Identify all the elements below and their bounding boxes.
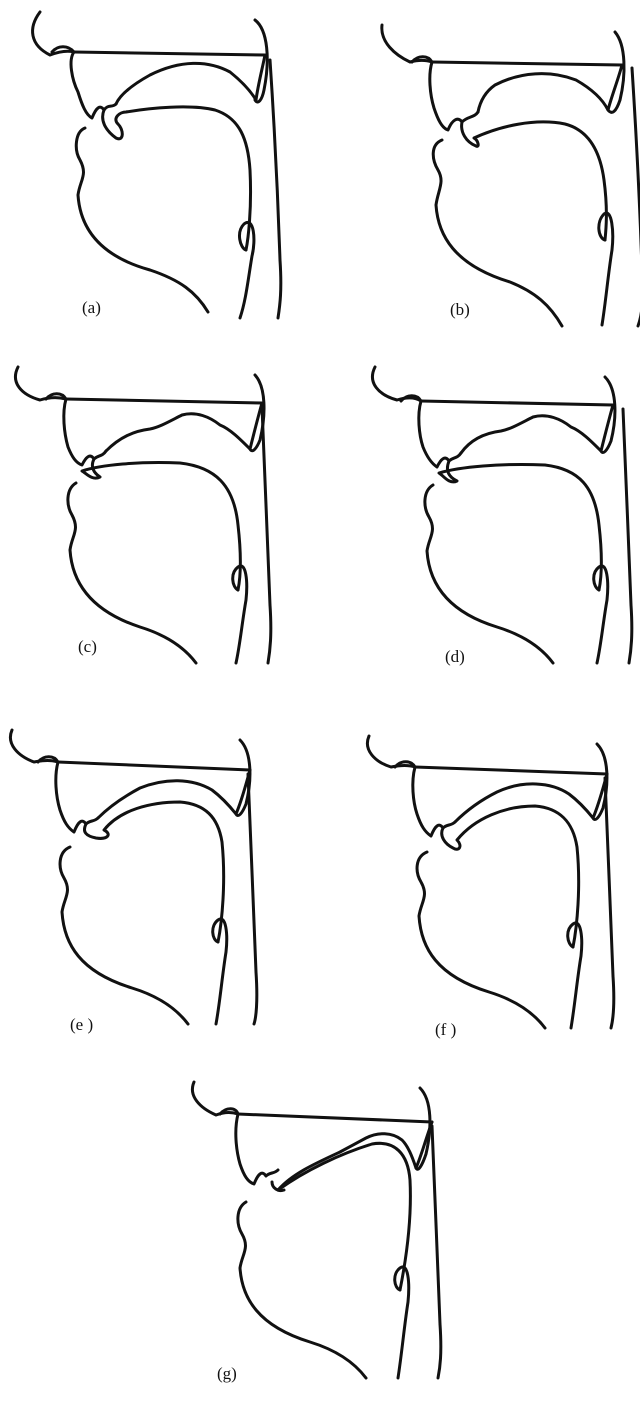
panel-label-c: (c) xyxy=(78,637,97,657)
vocal-tract-panel-b: (b) xyxy=(350,0,640,340)
panel-label-f: (f ) xyxy=(435,1020,456,1040)
vocal-tract-drawing-c xyxy=(0,355,290,695)
vocal-tract-panel-g: (g) xyxy=(180,1070,470,1410)
vocal-tract-panel-d: (d) xyxy=(355,355,640,695)
vocal-tract-drawing-g xyxy=(180,1070,470,1410)
panel-label-e: (e ) xyxy=(70,1015,93,1035)
panel-label-a: (a) xyxy=(82,298,101,318)
vocal-tract-panel-e: (e ) xyxy=(0,722,290,1062)
panel-label-g: (g) xyxy=(217,1364,237,1384)
vocal-tract-drawing-b xyxy=(350,0,640,340)
vocal-tract-panel-f: (f ) xyxy=(355,722,640,1062)
vocal-tract-drawing-a xyxy=(0,0,290,340)
vocal-tract-drawing-f xyxy=(355,722,640,1062)
panel-label-d: (d) xyxy=(445,647,465,667)
vocal-tract-panel-a: (a) xyxy=(0,0,290,340)
vocal-tract-panel-c: (c) xyxy=(0,355,290,695)
panel-label-b: (b) xyxy=(450,300,470,320)
vocal-tract-drawing-d xyxy=(355,355,640,695)
vocal-tract-drawing-e xyxy=(0,722,290,1062)
